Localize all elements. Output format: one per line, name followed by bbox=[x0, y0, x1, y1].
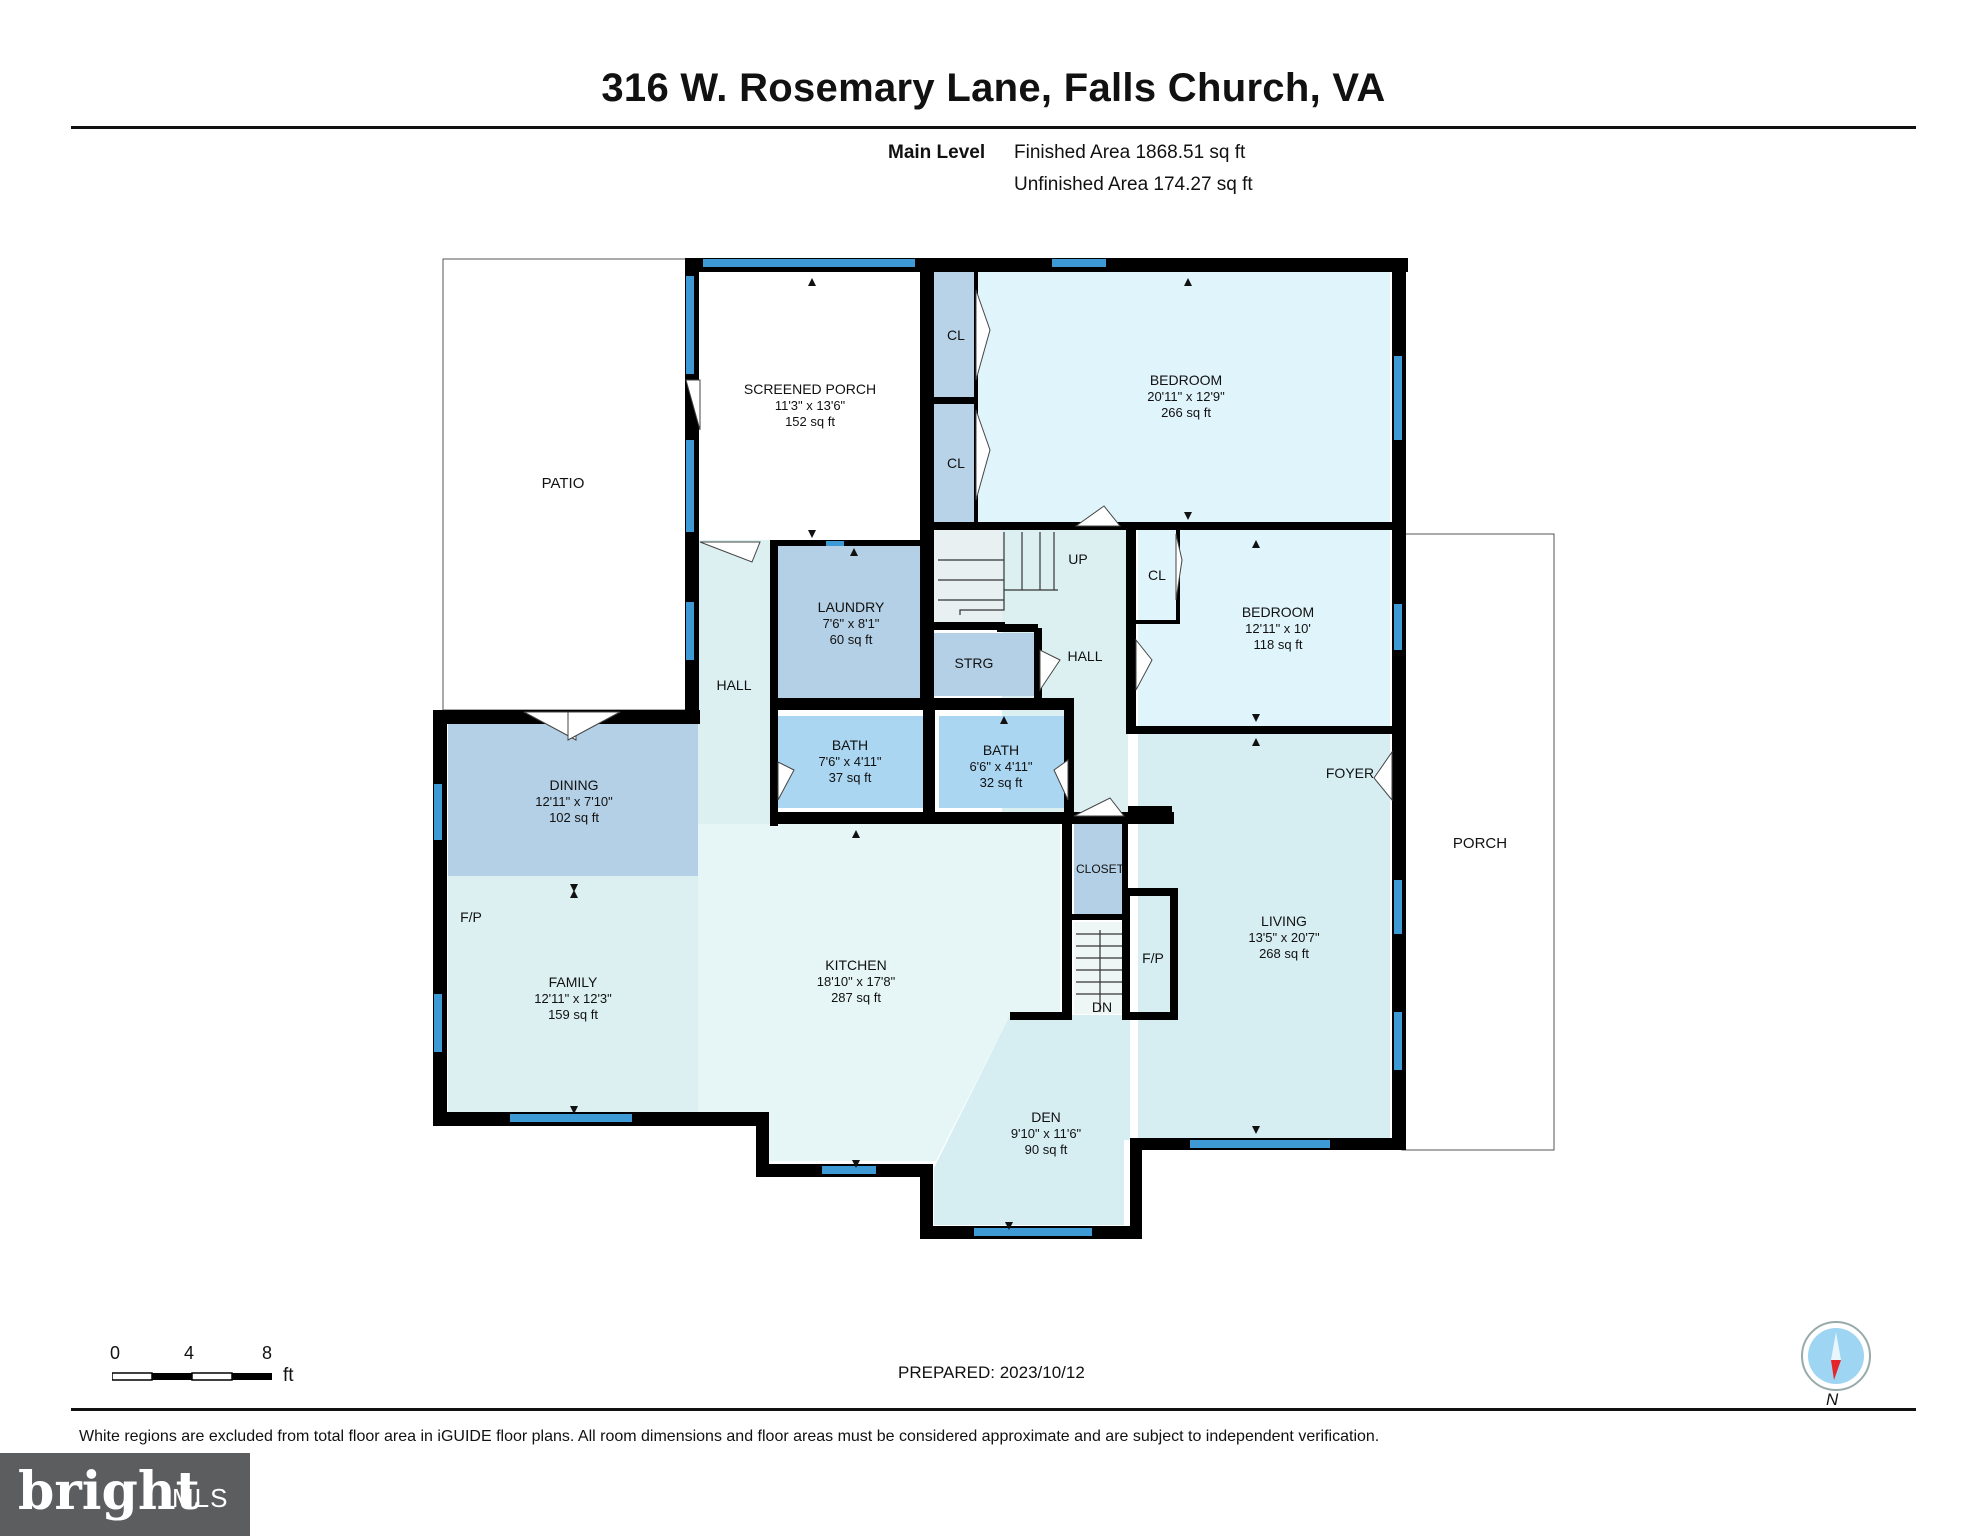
kitchen-fill bbox=[698, 824, 1060, 1161]
strg-label: STRG bbox=[955, 655, 994, 671]
bedroom2-name: BEDROOM bbox=[1242, 604, 1314, 620]
mls-wordmark: MLS bbox=[172, 1483, 229, 1513]
den-area: 90 sq ft bbox=[1025, 1142, 1068, 1157]
title-rule bbox=[71, 126, 1916, 129]
closet1-fill bbox=[934, 270, 976, 397]
bath2-name: BATH bbox=[983, 742, 1019, 758]
bright-mls-logo: bright MLS bbox=[0, 1453, 250, 1536]
bedroom1-fill bbox=[934, 270, 1390, 523]
laundry-name: LAUNDRY bbox=[818, 599, 885, 615]
family-area: 159 sq ft bbox=[548, 1007, 598, 1022]
fp-family-label: F/P bbox=[460, 909, 482, 925]
scale-ruler bbox=[112, 1372, 272, 1381]
laundry-dims: 7'6" x 8'1" bbox=[823, 616, 880, 631]
dining-area: 102 sq ft bbox=[549, 810, 599, 825]
bath2-dims: 6'6" x 4'11" bbox=[969, 759, 1032, 774]
screened-porch-fill bbox=[697, 270, 919, 535]
bright-wordmark: bright bbox=[18, 1461, 200, 1522]
compass-icon: N bbox=[1800, 1320, 1872, 1420]
screened-porch-area: 152 sq ft bbox=[785, 414, 835, 429]
footer-disclaimer: White regions are excluded from total fl… bbox=[79, 1428, 1380, 1445]
dining-fill bbox=[448, 722, 698, 876]
porch-area bbox=[1401, 533, 1555, 1151]
scale-tick-0: 0 bbox=[110, 1343, 121, 1363]
laundry-fill bbox=[778, 545, 923, 700]
bath1-dims: 7'6" x 4'11" bbox=[818, 754, 881, 769]
closet2-label: CL bbox=[947, 455, 965, 471]
hall-center-label: HALL bbox=[1067, 648, 1102, 664]
closet-hall-label: CLOSET bbox=[1076, 862, 1125, 876]
screened-porch-dims: 11'3" x 13'6" bbox=[775, 398, 846, 413]
room-labels: PATIO SCREENED PORCH 11'3" x 13'6" 152 s… bbox=[460, 327, 1507, 1157]
level-label: Main Level bbox=[888, 142, 986, 163]
up-label: UP bbox=[1068, 551, 1087, 567]
living-name: LIVING bbox=[1261, 913, 1307, 929]
scale-tick-4: 4 bbox=[184, 1343, 195, 1363]
dining-dims: 12'11" x 7'10" bbox=[535, 794, 613, 809]
bath2-fill bbox=[939, 716, 1068, 808]
bedroom1-dims: 20'11" x 12'9" bbox=[1147, 389, 1225, 404]
living-dims: 13'5" x 20'7" bbox=[1248, 930, 1320, 945]
den-dims: 9'10" x 11'6" bbox=[1011, 1126, 1082, 1141]
closet3-label: CL bbox=[1148, 567, 1166, 583]
den-fill bbox=[934, 1015, 1130, 1225]
closet1-label: CL bbox=[947, 327, 965, 343]
patio-label: PATIO bbox=[542, 475, 585, 492]
family-dims: 12'11" x 12'3" bbox=[534, 991, 612, 1006]
den-name: DEN bbox=[1031, 1109, 1061, 1125]
closet-hall-fill bbox=[1074, 818, 1126, 918]
windows bbox=[434, 259, 1402, 1236]
stairs-up bbox=[938, 532, 1058, 615]
fp-living-label: F/P bbox=[1142, 950, 1164, 966]
bath2-area: 32 sq ft bbox=[980, 775, 1023, 790]
strg-fill bbox=[934, 633, 1037, 696]
scale-unit: ft bbox=[283, 1365, 294, 1386]
screened-porch-name: SCREENED PORCH bbox=[744, 381, 876, 397]
prepared-date: PREPARED: 2023/10/12 bbox=[898, 1363, 1085, 1382]
dining-name: DINING bbox=[550, 777, 599, 793]
porch-label: PORCH bbox=[1453, 835, 1507, 852]
compass-north-label: N bbox=[1826, 1390, 1839, 1409]
door-swings bbox=[523, 289, 1393, 817]
bedroom2-area: 118 sq ft bbox=[1254, 637, 1303, 652]
finished-area: Finished Area 1868.51 sq ft bbox=[1014, 142, 1246, 163]
hall-west-fill bbox=[697, 540, 773, 824]
family-name: FAMILY bbox=[549, 974, 598, 990]
living-area: 268 sq ft bbox=[1259, 946, 1309, 961]
dn-label: DN bbox=[1092, 999, 1112, 1015]
bedroom2-dims: 12'11" x 10' bbox=[1245, 621, 1311, 636]
laundry-area: 60 sq ft bbox=[830, 632, 873, 647]
plan-title: 316 W. Rosemary Lane, Falls Church, VA bbox=[601, 66, 1386, 110]
kitchen-name: KITCHEN bbox=[825, 957, 886, 973]
hall-west-label: HALL bbox=[716, 677, 751, 693]
unfinished-area: Unfinished Area 174.27 sq ft bbox=[1014, 174, 1253, 195]
bedroom1-name: BEDROOM bbox=[1150, 372, 1222, 388]
living-fill bbox=[1138, 733, 1390, 1140]
kitchen-dims: 18'10" x 17'8" bbox=[817, 974, 896, 989]
dimension-markers bbox=[570, 278, 1260, 1230]
scale-tick-8: 8 bbox=[262, 1343, 273, 1363]
family-fill bbox=[448, 876, 698, 1114]
foyer-label: FOYER bbox=[1326, 765, 1374, 781]
bath1-area: 37 sq ft bbox=[829, 770, 872, 785]
kitchen-area: 287 sq ft bbox=[831, 990, 881, 1005]
stairs-down bbox=[1076, 930, 1124, 1012]
closet2-fill bbox=[934, 403, 976, 523]
footer-rule bbox=[71, 1408, 1916, 1411]
bath1-fill bbox=[778, 716, 923, 808]
bath1-name: BATH bbox=[832, 737, 868, 753]
bedroom1-area: 266 sq ft bbox=[1161, 405, 1211, 420]
